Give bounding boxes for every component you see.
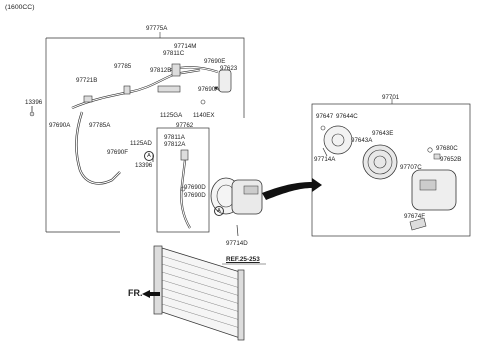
part-label: 13396 [25,99,43,106]
part-label: 97652B [440,156,462,163]
part-label: 97707C [400,164,422,171]
part-label: 97690D [184,184,206,191]
part-label: 1125AD [130,140,152,147]
compressor-exploded-drawing [320,125,457,231]
group-label-discharge: 97762 [176,122,194,129]
part-label: 97690F [107,149,128,156]
part-label: 97690A [49,122,71,129]
part-label: 97811C [163,50,185,57]
front-arrow-icon [142,290,160,298]
engine-spec-label: (1600CC) [5,4,35,11]
reference-link[interactable]: REF.25-253 [226,256,260,263]
front-direction-label: FR. [128,288,143,298]
callout-a: A [214,206,224,216]
part-label: 97643E [372,130,394,137]
part-label: 1125GA [160,112,183,119]
part-label: 97812A [164,141,186,148]
part-label: 97785A [89,122,111,129]
part-label: 97647 [316,113,334,120]
part-label: 97690D [184,192,206,199]
part-label: 97811A [164,134,185,141]
part-label: 97690A [198,86,220,93]
part-label: 97623 [220,65,238,72]
part-label: 97785 [114,63,132,70]
callout-a: A [144,151,154,161]
group-label-hose: 97775A [146,25,168,32]
part-label: 97643A [351,137,373,144]
part-label: 97674F [404,213,425,220]
compressor-group-frame [311,103,471,237]
part-label: 97721B [76,77,98,84]
condenser-drawing [153,245,245,341]
part-label: 97714M [174,43,197,50]
part-label: 97690E [204,58,226,65]
part-label: 97644C [336,113,358,120]
part-label: 97714A [314,156,336,163]
part-label: 13396 [135,162,153,169]
part-label: 97812B [150,67,172,74]
group-label-compressor: 97701 [382,94,400,101]
part-label: 97680C [436,145,458,152]
hose-group-frame [46,37,245,118]
suction-hose [71,68,201,110]
part-label: 1140EX [193,112,215,119]
part-label: 97714D [226,240,248,247]
compressor-drawing [210,177,263,215]
discharge-group-frame [156,127,210,233]
